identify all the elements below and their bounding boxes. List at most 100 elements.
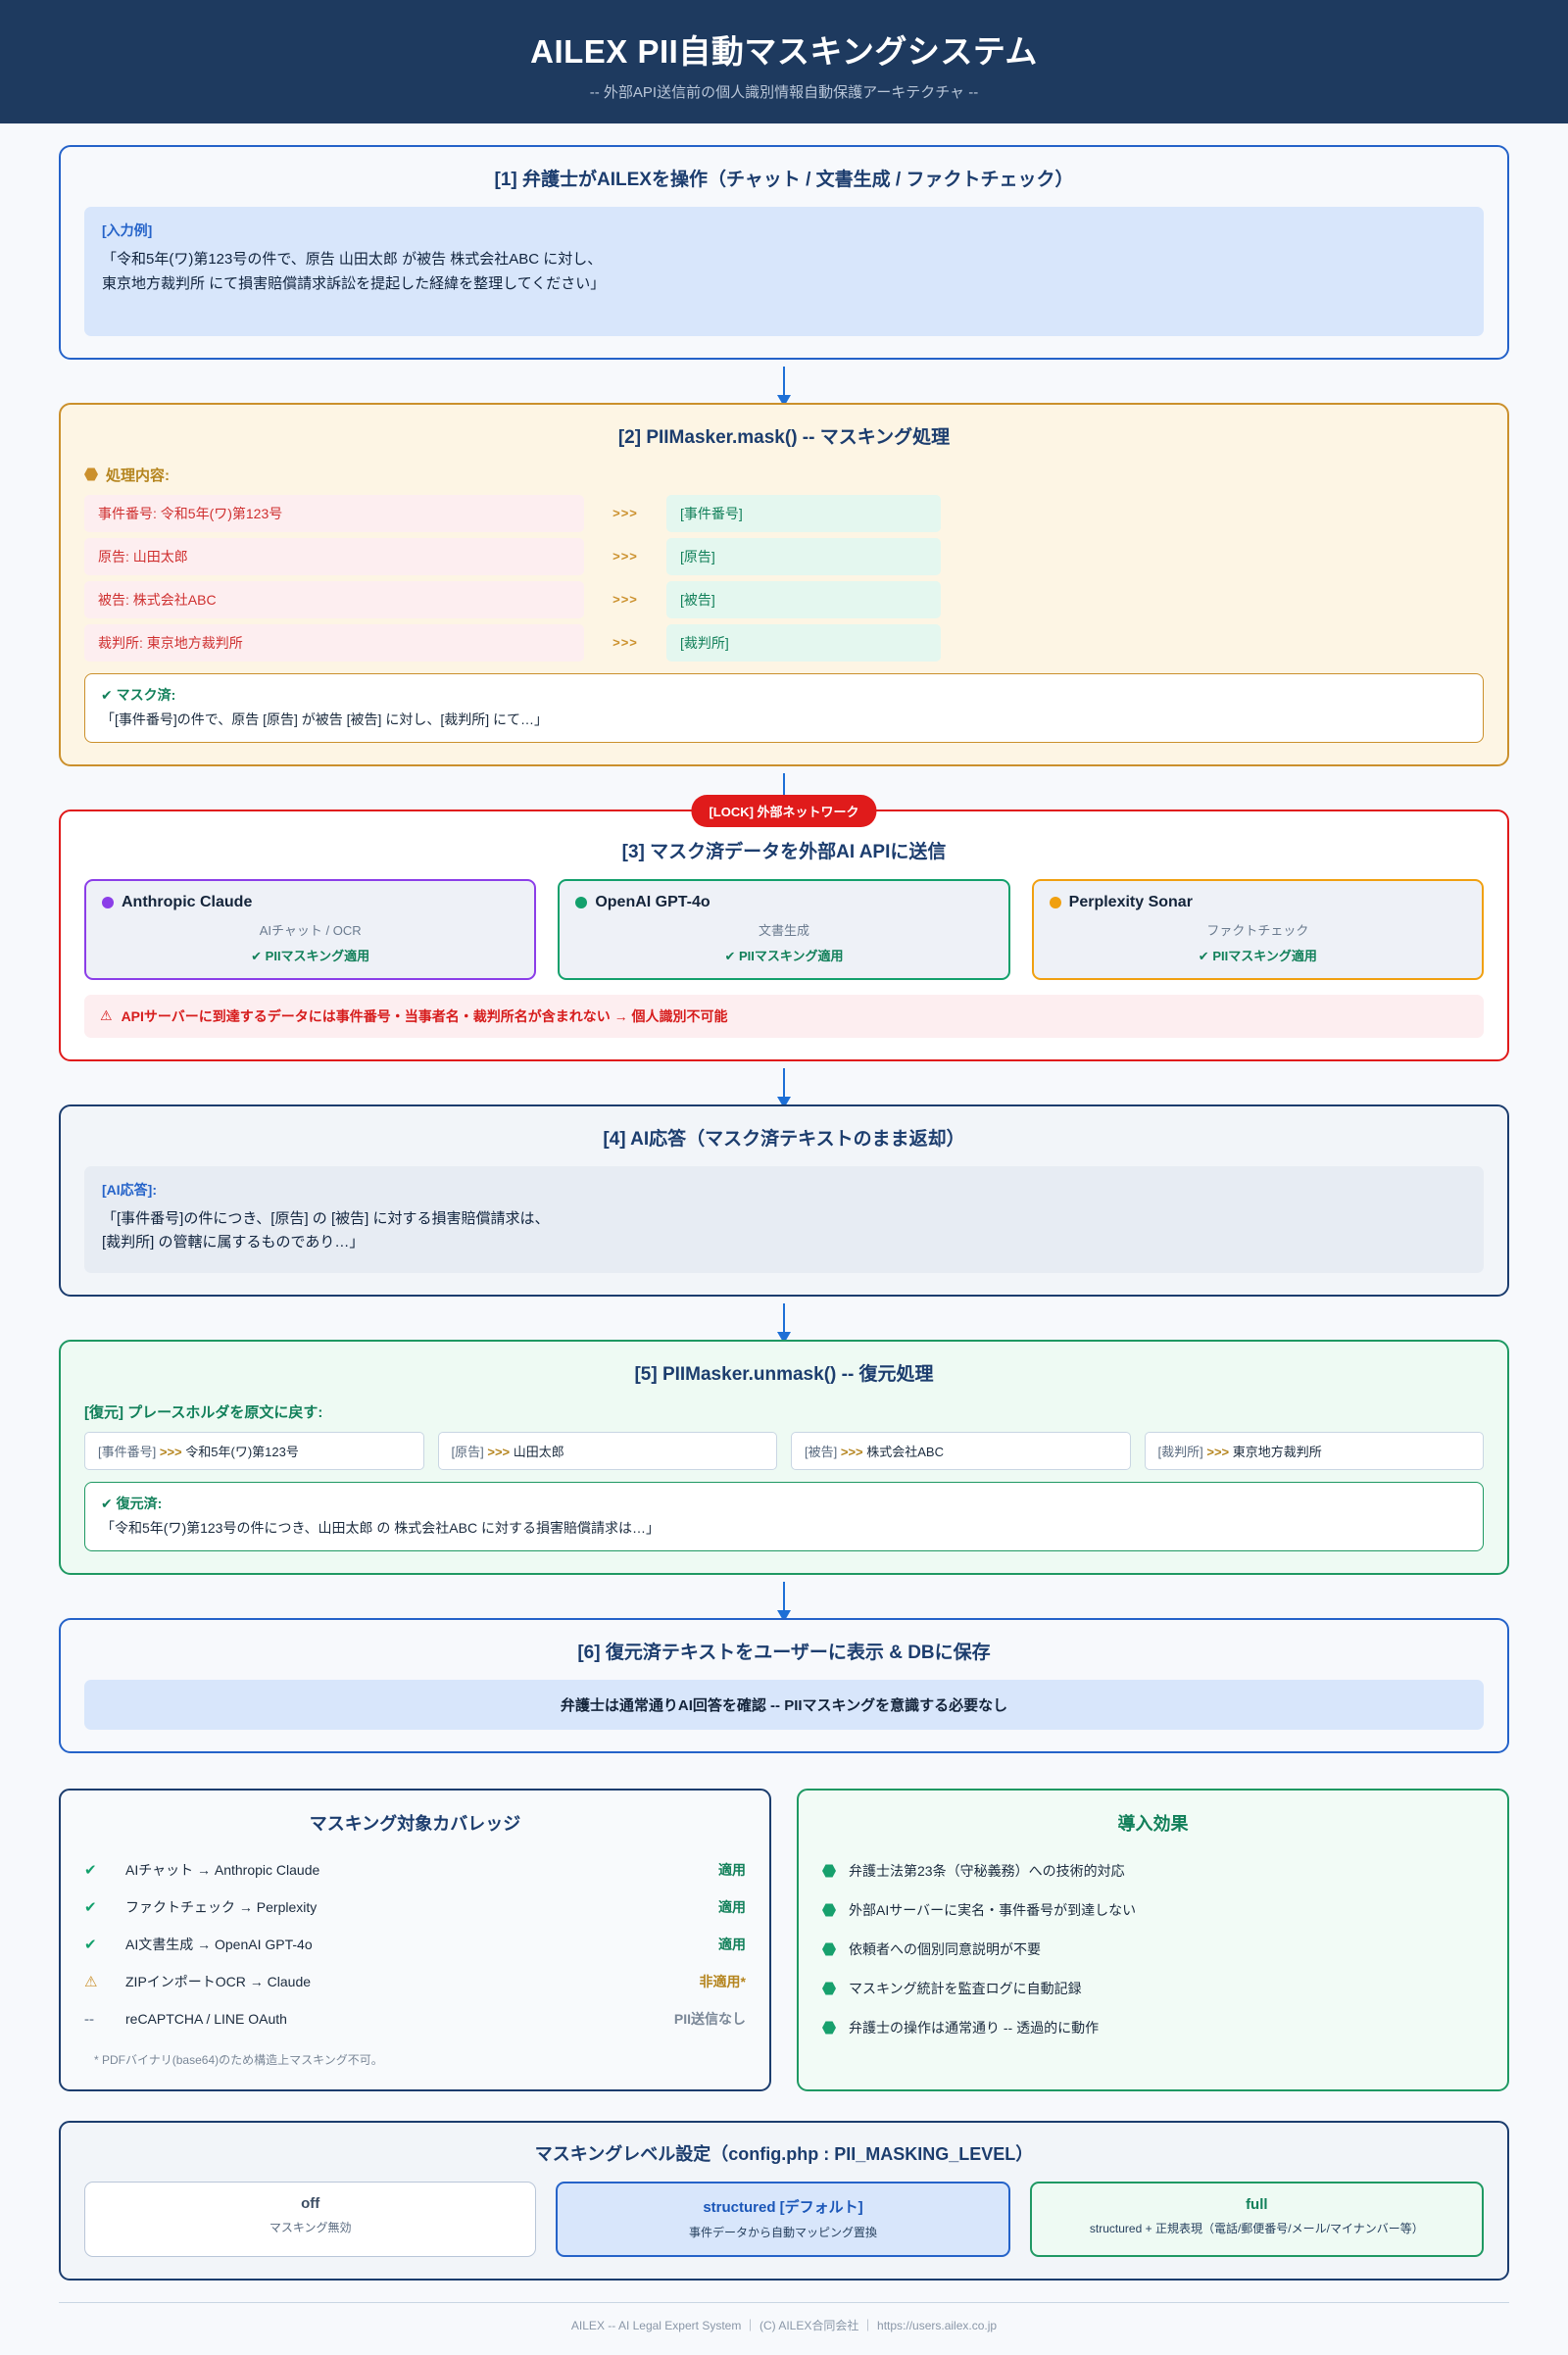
dash-icon: -- bbox=[84, 2010, 94, 2028]
coverage-row: -- reCAPTCHA / LINE OAuth PII送信なし bbox=[84, 2000, 746, 2037]
restore-chip-placeholder: [裁判所] bbox=[1157, 1445, 1203, 1459]
flow-arrow-4-5 bbox=[59, 1297, 1509, 1340]
api-role: AIチャット / OCR bbox=[259, 922, 362, 938]
masking-level-option-off[interactable]: off マスキング無効 bbox=[84, 2182, 537, 2257]
benefit-text: マスキング統計を監査ログに自動記録 bbox=[849, 1981, 1082, 1996]
mapping-source: 事件番号: 令和5年(ワ)第123号 bbox=[84, 494, 584, 532]
check-icon: ✔ bbox=[84, 1937, 97, 1953]
coverage-status: 適用 bbox=[718, 1899, 746, 1915]
hexagon-icon bbox=[84, 467, 98, 481]
benefit-item: 弁護士の操作は通常通り -- 透過的に動作 bbox=[822, 2008, 1484, 2047]
benefit-text: 依頼者への個別同意説明が不要 bbox=[849, 1941, 1041, 1957]
masking-level-desc: マスキング無効 bbox=[269, 2221, 352, 2234]
api-card-header: Perplexity Sonar bbox=[1049, 893, 1466, 911]
flow-arrow-2-3 bbox=[59, 766, 1509, 810]
restore-chip: [裁判所] >>> 東京地方裁判所 bbox=[1144, 1432, 1484, 1470]
ai-response-line-2: [裁判所] の管轄に属するものであり…」 bbox=[102, 1234, 365, 1251]
mapping-placeholder: [裁判所] bbox=[666, 623, 941, 662]
check-icon: ✔ bbox=[724, 948, 739, 963]
mapping-placeholder: [事件番号] bbox=[666, 494, 941, 532]
coverage-title: マスキング対象カバレッジ bbox=[309, 1814, 521, 1834]
hexagon-icon bbox=[822, 1942, 836, 1956]
masked-result-box: ✔ マスク済: 「[事件番号]の件で、原告 [原告] が被告 [被告] に対し、… bbox=[84, 672, 1484, 743]
masking-level-options: off マスキング無効 structured [デフォルト] 事件データから自動… bbox=[84, 2182, 1484, 2257]
check-icon: ✔ bbox=[84, 1899, 97, 1916]
restore-label: [復元] プレースホルダを原文に戻す: bbox=[84, 1404, 323, 1421]
masking-level-panel: マスキングレベル設定（config.php : PII_MASKING_LEVE… bbox=[59, 2121, 1509, 2281]
warning-triangle-icon: ⚠ bbox=[84, 1974, 98, 1990]
check-icon: ✔ bbox=[251, 948, 266, 963]
privacy-warning-text: APIサーバーに到達するデータには事件番号・当事者名・裁判所名が含まれない → … bbox=[121, 1007, 728, 1024]
restore-chip-value: 株式会社ABC bbox=[866, 1445, 944, 1459]
step-4-card: [4] AI応答（マスク済テキストのまま返却） [AI応答]: 「[事件番号]の… bbox=[59, 1104, 1509, 1297]
api-status: ✔ PIIマスキング適用 bbox=[1198, 948, 1317, 963]
masking-level-option-full[interactable]: full structured + 正規表現（電話/郵便番号/メール/マイナンバ… bbox=[1029, 2182, 1484, 2257]
restore-chip-placeholder: [被告] bbox=[805, 1445, 838, 1459]
masking-level-desc: structured + 正規表現（電話/郵便番号/メール/マイナンバー等） bbox=[1089, 2222, 1424, 2235]
status-dot-icon bbox=[1049, 896, 1061, 908]
coverage-status: 適用 bbox=[718, 1937, 746, 1952]
hexagon-icon bbox=[822, 1903, 836, 1917]
step-1-title: [1] 弁護士がAILEXを操作（チャット / 文書生成 / ファクトチェック） bbox=[494, 170, 1074, 190]
masked-result-label: ✔ マスク済: bbox=[101, 685, 1467, 705]
ai-response-line-1: 「[事件番号]の件につき、[原告] の [被告] に対する損害賠償請求は、 bbox=[102, 1209, 550, 1227]
restore-chip-arrow-icon: >>> bbox=[1206, 1445, 1230, 1459]
restore-chip-value: 東京地方裁判所 bbox=[1232, 1445, 1322, 1459]
status-dot-icon bbox=[102, 896, 114, 908]
coverage-name: reCAPTCHA / LINE OAuth bbox=[125, 2011, 287, 2027]
coverage-row: ✔ AIチャット → Anthropic Claude 適用 bbox=[84, 1851, 746, 1889]
mapping-source: 被告: 株式会社ABC bbox=[84, 580, 584, 618]
benefit-item: 弁護士法第23条（守秘義務）への技術的対応 bbox=[822, 1851, 1484, 1890]
step-6-title: [6] 復元済テキストをユーザーに表示 & DBに保存 bbox=[577, 1643, 991, 1663]
process-label-row: 処理内容: bbox=[84, 465, 1484, 485]
coverage-status: 非適用* bbox=[699, 1974, 746, 1989]
step-3-card: [3] マスク済データを外部AI APIに送信 Anthropic Claude… bbox=[59, 809, 1509, 1061]
input-example-label: [入力例] bbox=[102, 222, 153, 238]
mapping-arrow-icon: >>> bbox=[612, 635, 638, 650]
api-card-openai[interactable]: OpenAI GPT-4o 文書生成 ✔ PIIマスキング適用 bbox=[558, 878, 1010, 980]
restore-chip: [原告] >>> 山田太郎 bbox=[437, 1432, 777, 1470]
masking-level-desc: 事件データから自動マッピング置換 bbox=[688, 2226, 877, 2239]
restored-result-text: 「令和5年(ワ)第123号の件につき、山田太郎 の 株式会社ABC に対する損害… bbox=[101, 1520, 660, 1536]
mapping-row: 事件番号: 令和5年(ワ)第123号 >>> [事件番号] bbox=[84, 494, 1484, 532]
benefit-text: 弁護士の操作は通常通り -- 透過的に動作 bbox=[849, 2020, 1100, 2036]
benefit-text: 外部AIサーバーに実名・事件番号が到達しない bbox=[849, 1902, 1137, 1918]
api-card-perplexity[interactable]: Perplexity Sonar ファクトチェック ✔ PIIマスキング適用 bbox=[1031, 878, 1484, 980]
masking-level-name: full bbox=[1246, 2196, 1268, 2213]
step-2-card: [2] PIIMasker.mask() -- マスキング処理 処理内容: 事件… bbox=[59, 402, 1509, 766]
restored-result-label-text: 復元済: bbox=[116, 1496, 163, 1511]
coverage-name: ファクトチェック → Perplexity bbox=[125, 1899, 318, 1915]
mapping-placeholder: [原告] bbox=[666, 537, 941, 575]
coverage-status: 適用 bbox=[718, 1862, 746, 1878]
restore-chip-placeholder: [原告] bbox=[451, 1445, 484, 1459]
privacy-warning-bar: ⚠ APIサーバーに到達するデータには事件番号・当事者名・裁判所名が含まれない … bbox=[84, 994, 1484, 1038]
api-name: OpenAI GPT-4o bbox=[595, 893, 710, 910]
api-role: 文書生成 bbox=[758, 922, 809, 938]
restore-chip-arrow-icon: >>> bbox=[159, 1445, 182, 1459]
input-example-line-1: 「令和5年(ワ)第123号の件で、原告 山田太郎 が被告 株式会社ABC に対し… bbox=[102, 251, 603, 268]
benefits-panel: 導入効果 弁護士法第23条（守秘義務）への技術的対応 外部AIサーバーに実名・事… bbox=[797, 1789, 1509, 2091]
mapping-arrow-icon: >>> bbox=[612, 592, 638, 607]
benefit-text: 弁護士法第23条（守秘義務）への技術的対応 bbox=[849, 1863, 1125, 1879]
restored-result-label: ✔ 復元済: bbox=[101, 1494, 1467, 1513]
step-6-note: 弁護士は通常通りAI回答を確認 -- PIIマスキングを意識する必要なし bbox=[84, 1680, 1484, 1730]
api-card-anthropic[interactable]: Anthropic Claude AIチャット / OCR ✔ PIIマスキング… bbox=[84, 878, 537, 980]
api-card-header: Anthropic Claude bbox=[102, 894, 518, 911]
restore-chip-value: 山田太郎 bbox=[513, 1445, 564, 1459]
hexagon-icon bbox=[822, 2021, 836, 2035]
hexagon-icon bbox=[822, 1864, 836, 1878]
mapping-arrow-icon: >>> bbox=[612, 549, 638, 564]
coverage-row: ✔ ファクトチェック → Perplexity 適用 bbox=[84, 1889, 746, 1926]
masking-level-option-structured[interactable]: structured [デフォルト] 事件データから自動マッピング置換 bbox=[556, 2182, 1010, 2257]
api-name: Perplexity Sonar bbox=[1068, 893, 1193, 910]
coverage-name: AIチャット → Anthropic Claude bbox=[125, 1862, 320, 1878]
masking-level-name: off bbox=[301, 2195, 320, 2212]
step-1-card: [1] 弁護士がAILEXを操作（チャット / 文書生成 / ファクトチェック）… bbox=[59, 145, 1509, 360]
coverage-status: PII送信なし bbox=[673, 2011, 746, 2027]
step-3-title: [3] マスク済データを外部AI APIに送信 bbox=[621, 841, 947, 862]
step-6-card: [6] 復元済テキストをユーザーに表示 & DBに保存 弁護士は通常通りAI回答… bbox=[59, 1618, 1509, 1753]
check-icon: ✔ bbox=[101, 686, 113, 703]
external-network-badge: [LOCK] 外部ネットワーク bbox=[691, 794, 877, 827]
api-status: ✔ PIIマスキング適用 bbox=[251, 948, 370, 963]
coverage-name: ZIPインポートOCR → Claude bbox=[125, 1974, 312, 1989]
